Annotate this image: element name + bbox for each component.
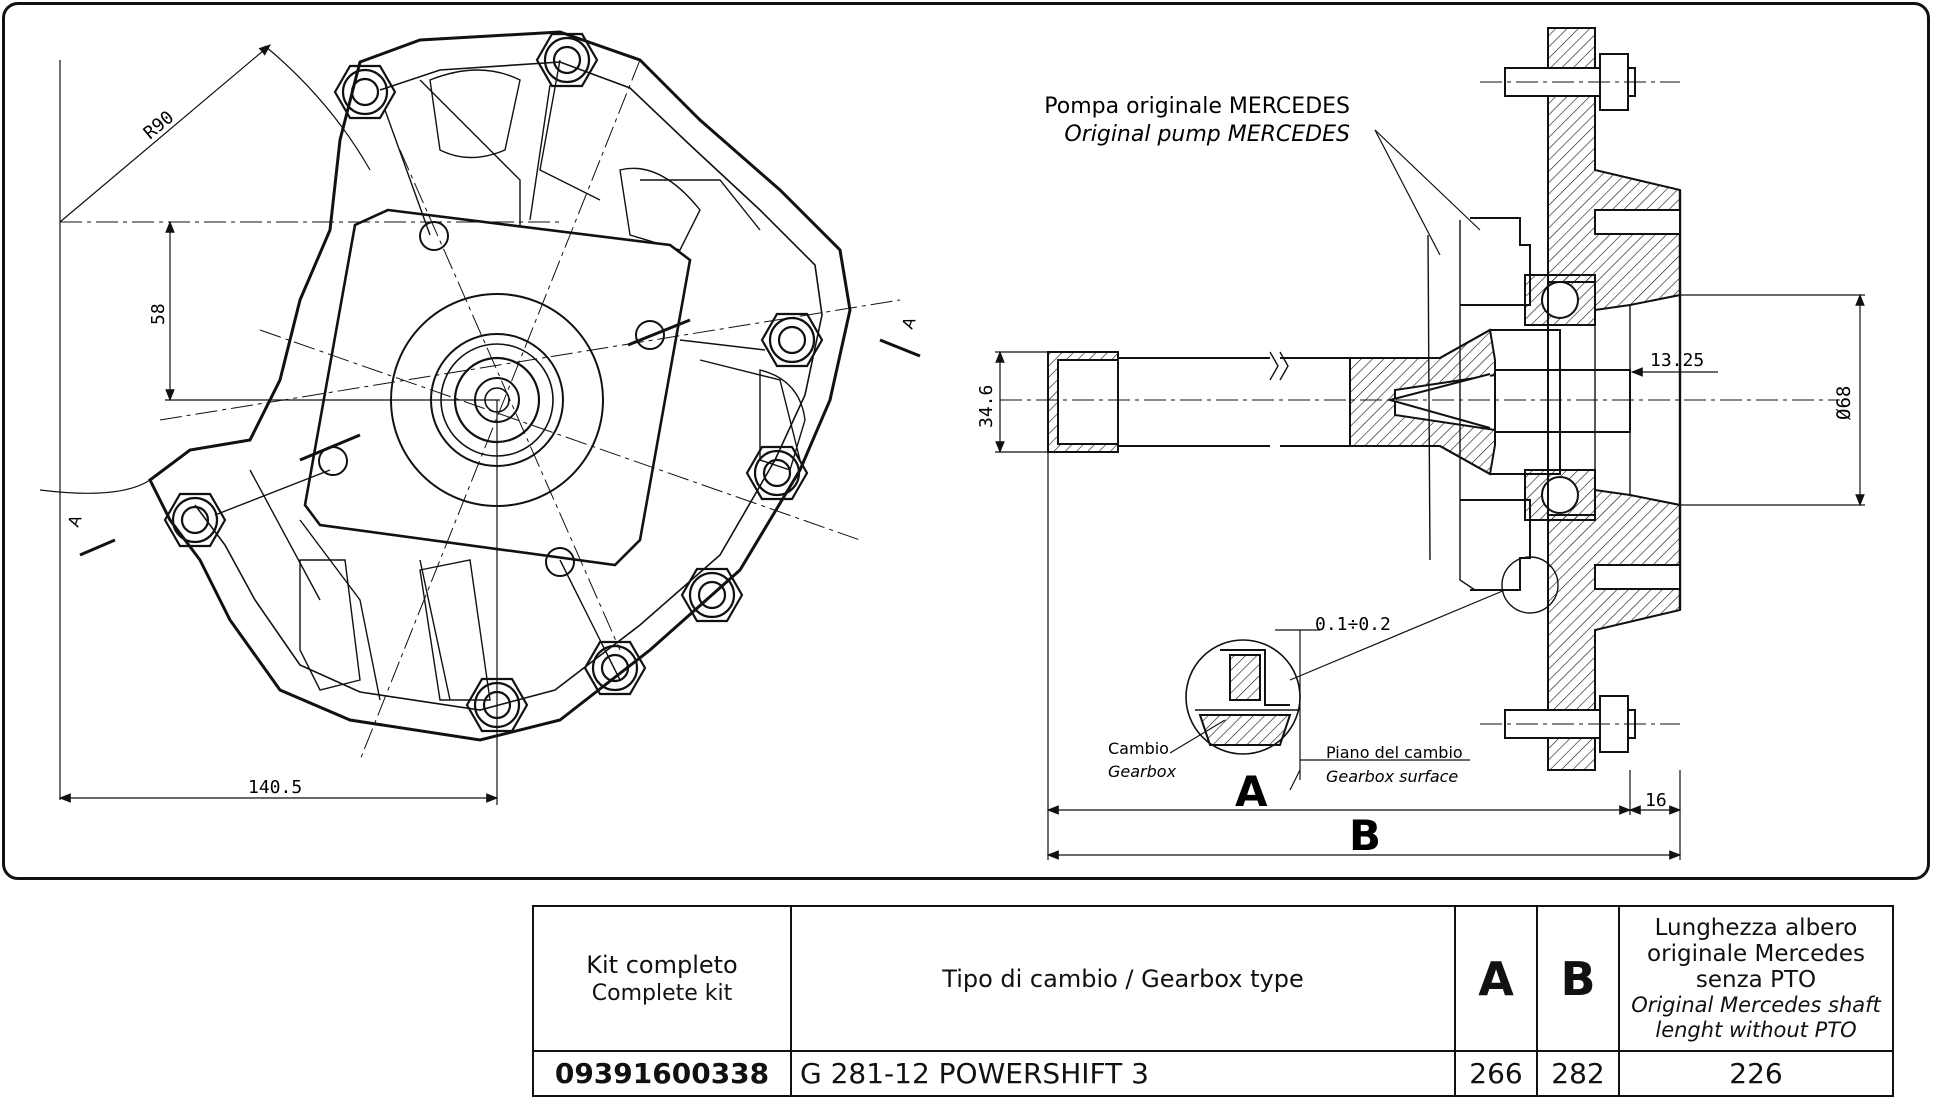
header-a: A <box>1454 905 1538 1052</box>
header-b: B <box>1536 905 1620 1052</box>
header-len-en-1: Original Mercedes shaft <box>1631 992 1881 1017</box>
pump-front-view <box>148 30 852 742</box>
dim-68: Ø68 <box>1833 386 1855 420</box>
table-header-row: Kit completo Complete kit Tipo di cambio… <box>532 905 1894 1052</box>
detail-label-a: A <box>1235 767 1268 816</box>
cell-b: 282 <box>1536 1050 1620 1097</box>
header-gearbox-type-label: Tipo di cambio / Gearbox type <box>942 964 1304 993</box>
callout-pump-it: Pompa originale MERCEDES <box>1044 94 1350 119</box>
dim-r90: R90 <box>140 107 178 144</box>
cell-length: 226 <box>1618 1050 1894 1097</box>
dim-58: 58 <box>148 303 169 325</box>
callout-pump-en: Original pump MERCEDES <box>1064 122 1350 147</box>
header-len-en-2: lenght without PTO <box>1655 1017 1857 1042</box>
header-len-it-3: senza PTO <box>1695 966 1817 993</box>
section-mark-right: A <box>898 315 920 332</box>
length-label-b: B <box>1349 811 1381 860</box>
section-mark-left: A <box>64 513 86 530</box>
technical-drawing: R90 58 140.5 A A <box>39 27 1865 860</box>
callout-gearbox-en: Gearbox <box>1108 762 1177 781</box>
dim-140-5: 140.5 <box>248 777 302 798</box>
cell-a: 266 <box>1454 1050 1538 1097</box>
header-kit-it: Kit completo <box>586 950 738 979</box>
callout-surface-it: Piano del cambio <box>1326 743 1463 762</box>
header-kit-en: Complete kit <box>591 980 733 1006</box>
flange-body <box>1547 27 1681 312</box>
section-marks-left <box>79 318 921 557</box>
header-shaft-length: Lunghezza albero originale Mercedes senz… <box>1618 905 1894 1052</box>
header-gearbox-type: Tipo di cambio / Gearbox type <box>790 905 1456 1052</box>
table-row: 09391600338 G 281-12 POWERSHIFT 3 266 28… <box>532 1050 1894 1097</box>
header-len-it-1: Lunghezza albero <box>1654 914 1858 941</box>
callout-surface-en: Gearbox surface <box>1326 767 1458 786</box>
callout-gearbox-it: Cambio <box>1108 739 1169 758</box>
header-a-label: A <box>1478 951 1514 1006</box>
dim-13-25: 13.25 <box>1650 350 1704 371</box>
spec-table: Kit completo Complete kit Tipo di cambio… <box>532 905 1894 1097</box>
dims-right <box>995 129 1865 860</box>
dims-left <box>39 44 500 805</box>
header-kit: Kit completo Complete kit <box>532 905 792 1052</box>
header-b-label: B <box>1560 951 1596 1006</box>
header-len-it-2: originale Mercedes <box>1647 940 1865 967</box>
centre-lines-right <box>1000 81 1840 725</box>
dim-gap: 0.1÷0.2 <box>1315 614 1391 635</box>
dim-34-6: 34.6 <box>976 385 997 428</box>
cell-gearbox: G 281-12 POWERSHIFT 3 <box>790 1050 1456 1097</box>
cell-kit-code: 09391600338 <box>532 1050 792 1097</box>
pump-section-view <box>1047 27 1682 771</box>
dim-16: 16 <box>1645 790 1667 811</box>
